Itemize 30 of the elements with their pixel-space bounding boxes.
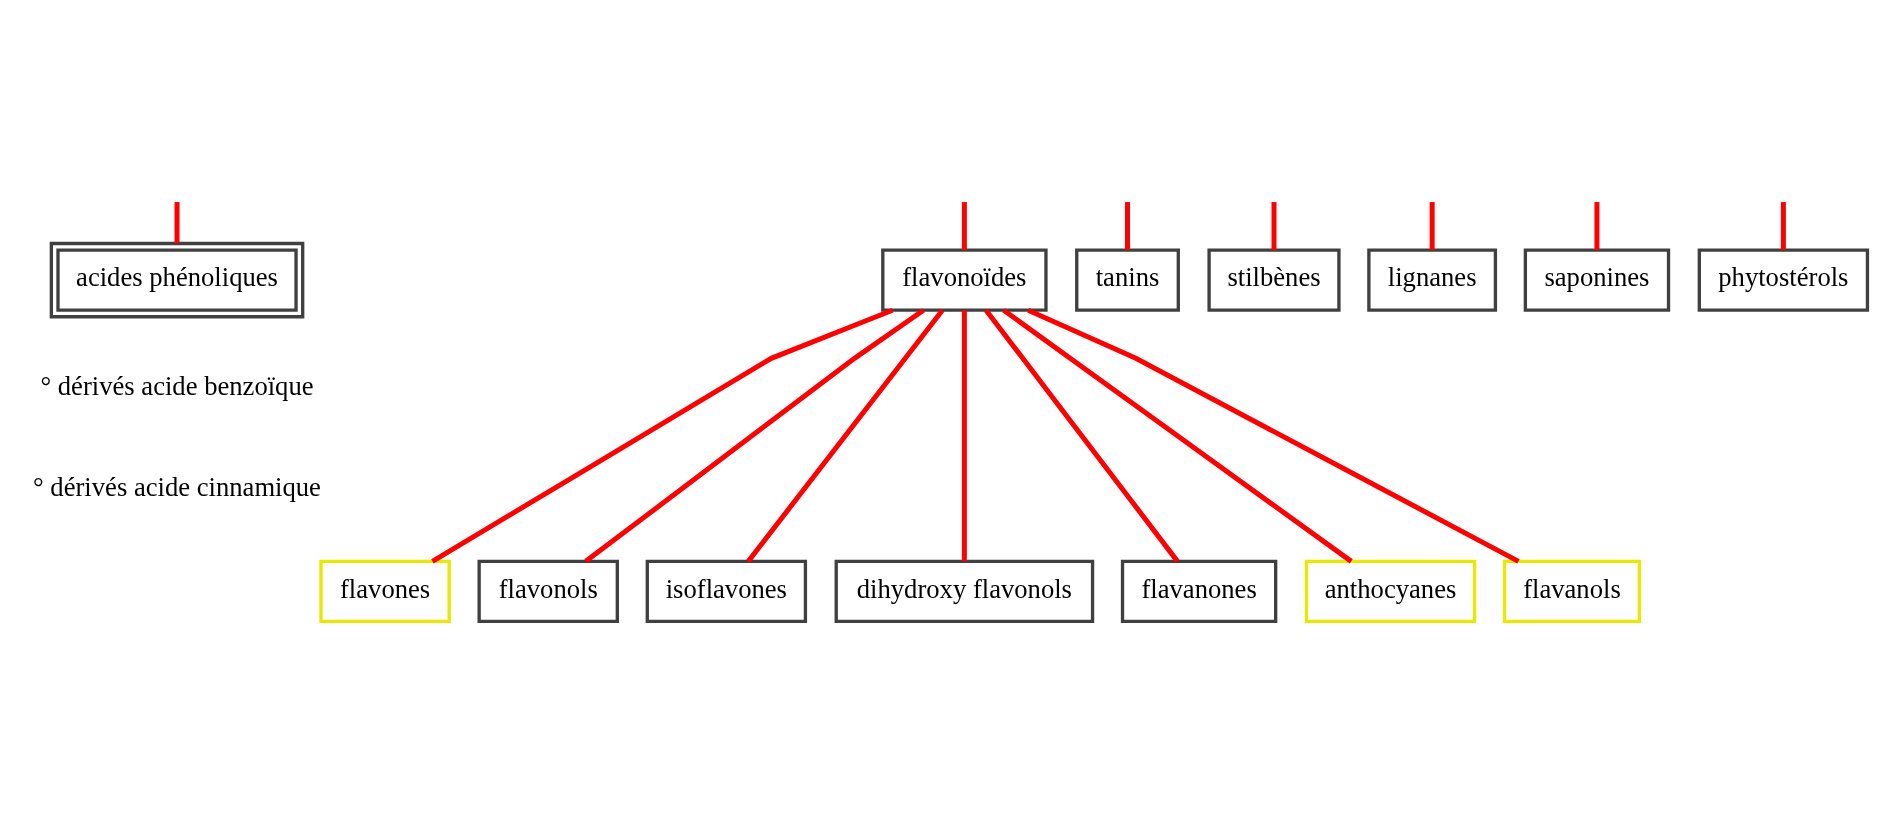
connector [1429,201,1435,250]
node-box: flavanols [1502,559,1642,623]
connector [984,308,1180,563]
connector [1271,201,1277,250]
connector [584,307,925,563]
connector [174,201,180,243]
node-box: stilbènes [1207,247,1341,312]
node-box: phytostérols [1697,247,1870,312]
node-box: flavonols [477,559,619,623]
node-label: ° dérivés acide benzoïque [40,370,314,401]
node-box: acides phénoliques [49,241,305,318]
node-box: saponines [1523,247,1671,312]
connector [1125,201,1130,250]
node-box: isoflavones [645,559,808,623]
node-box: flavonoïdes [881,247,1048,312]
connector [1780,201,1786,250]
node-box: flavones [319,559,451,623]
connector [1027,307,1520,564]
node-label: ° dérivés acide cinnamique [33,471,321,502]
node-box: lignanes [1367,247,1498,312]
node-box: anthocyanes [1304,559,1477,623]
connector [1594,201,1600,250]
node-box: flavanones [1120,559,1278,623]
connector [1002,307,1353,563]
connector [431,307,894,563]
connector [961,201,967,250]
connector [961,309,967,561]
connector [746,308,945,563]
node-box: dihydroxy flavonols [834,559,1095,623]
node-box: tanins [1075,247,1180,312]
